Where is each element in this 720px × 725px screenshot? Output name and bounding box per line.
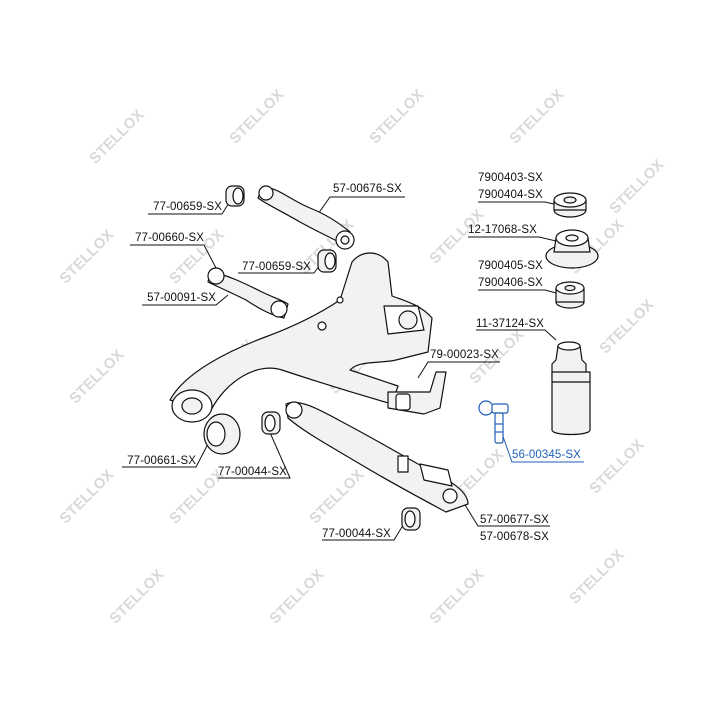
watermark-text: STELLOX <box>586 436 647 497</box>
part-arm-57-00677 <box>285 401 469 513</box>
leader-11-37124 <box>476 329 557 341</box>
leader-77-00044-bot <box>322 521 406 541</box>
part-shock-11-37124 <box>551 341 591 436</box>
leader-lines <box>122 196 584 541</box>
part-arm-77-00660 <box>207 267 289 319</box>
watermark-text: STELLOX <box>566 546 627 607</box>
watermark-text: STELLOX <box>266 566 327 627</box>
part-trailing-arm <box>169 252 433 423</box>
label-7900406: 7900406-SX <box>478 277 543 289</box>
part-bushing-77-00659-mid <box>317 249 337 273</box>
part-mount-7900405 <box>555 281 585 309</box>
label-7900405: 7900405-SX <box>478 260 543 272</box>
label-57-00676: 57-00676-SX <box>333 183 402 195</box>
part-stabilizer-79-00023 <box>387 371 447 415</box>
watermark-text: STELLOX <box>56 466 117 527</box>
label-77-00659-top: 77-00659-SX <box>153 201 222 213</box>
label-79-00023: 79-00023-SX <box>430 349 499 361</box>
watermark-text: STELLOX <box>306 466 367 527</box>
part-mount-12-17068 <box>545 229 599 269</box>
watermark-text: STELLOX <box>426 566 487 627</box>
parts <box>169 185 599 531</box>
leader-12-17068 <box>468 236 557 242</box>
leader-57-00091 <box>142 294 229 306</box>
watermark-text: STELLOX <box>606 156 667 217</box>
label-57-00678: 57-00678-SX <box>480 531 549 543</box>
part-bushing-77-00661 <box>203 413 241 455</box>
label-11-37124: 11-37124-SX <box>476 318 545 330</box>
part-mount-7900403 <box>553 192 587 218</box>
part-bushing-77-00044-mid <box>261 411 281 435</box>
leader-79-00023 <box>417 361 500 379</box>
watermark-text: STELLOX <box>506 86 567 147</box>
label-12-17068: 12-17068-SX <box>468 224 537 236</box>
leader-7900406 <box>478 289 561 295</box>
watermark-text: STELLOX <box>366 86 427 147</box>
leader-56-00345 <box>499 427 584 463</box>
watermark-text: STELLOX <box>66 346 127 407</box>
watermark-text: STELLOX <box>86 106 147 167</box>
leader-77-00661 <box>122 439 211 468</box>
label-56-00345: 56-00345-SX <box>512 449 581 461</box>
watermark-text: STELLOX <box>56 226 117 287</box>
label-57-00677: 57-00677-SX <box>480 514 549 526</box>
leader-7900404 <box>478 201 559 206</box>
leader-77-00044-mid <box>218 427 291 479</box>
part-bushing-77-00659-top <box>225 185 245 207</box>
label-7900404: 7900404-SX <box>478 189 543 201</box>
leader-57-00677 <box>461 499 550 527</box>
label-77-00044-mid: 77-00044-SX <box>218 466 287 478</box>
part-bushing-77-00044-bot <box>401 507 421 531</box>
label-77-00661: 77-00661-SX <box>127 455 196 467</box>
watermark-text: STELLOX <box>106 566 167 627</box>
label-77-00044-bot: 77-00044-SX <box>322 528 391 540</box>
label-77-00660: 77-00660-SX <box>135 232 204 244</box>
watermark-text: STELLOX <box>596 296 657 357</box>
label-7900403: 7900403-SX <box>478 172 543 184</box>
label-77-00659-mid: 77-00659-SX <box>242 261 311 273</box>
leader-77-00660 <box>130 244 217 269</box>
label-57-00091: 57-00091-SX <box>147 292 216 304</box>
part-link-56-00345 <box>478 400 509 444</box>
part-arm-57-00676 <box>257 185 355 250</box>
watermark-text: STELLOX <box>226 86 287 147</box>
leader-57-00676 <box>317 196 405 215</box>
